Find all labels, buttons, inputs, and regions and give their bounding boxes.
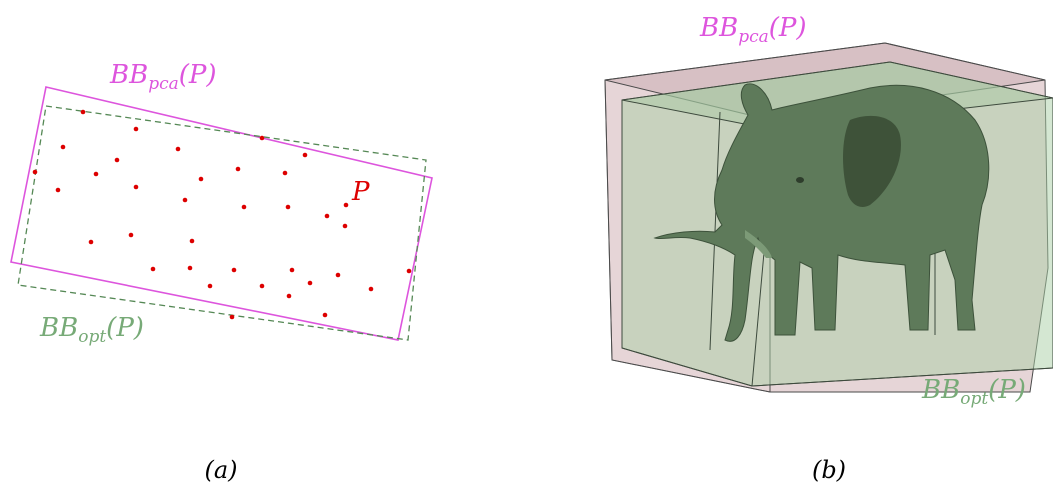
point [289, 267, 295, 273]
point [259, 283, 265, 289]
pca-label-b: BBpca(P) [699, 13, 807, 47]
point-set-label: P [351, 177, 370, 207]
point [286, 293, 292, 299]
point [114, 157, 120, 163]
point [285, 204, 291, 210]
elephant-model [653, 83, 990, 342]
pca-label-a: BBpca(P) [109, 60, 217, 94]
panel-b: BBpca(P) BBopt(P) (b) [604, 13, 1053, 484]
point [198, 176, 204, 182]
point [93, 171, 99, 177]
point [80, 109, 86, 115]
point [55, 187, 61, 193]
point [282, 170, 288, 176]
pca-box-front-edges [604, 79, 1030, 393]
point [322, 312, 328, 318]
point-set [32, 109, 412, 320]
opt-box-front-edges [621, 100, 1053, 387]
point [343, 202, 349, 208]
caption-a: (a) [204, 456, 237, 484]
point [241, 204, 247, 210]
point [189, 238, 195, 244]
point [302, 152, 308, 158]
point [342, 223, 348, 229]
point [187, 265, 193, 271]
point [60, 144, 66, 150]
panel-a: BBpca(P) P BBopt(P) (a) [10, 60, 433, 484]
point [235, 166, 241, 172]
opt-label-a: BBopt(P) [39, 313, 144, 347]
point [231, 267, 237, 273]
point [229, 314, 235, 320]
point [133, 184, 139, 190]
opt-box-inner-edge [709, 111, 721, 351]
point [406, 268, 412, 274]
opt-label-b: BBopt(P) [921, 375, 1026, 409]
point [150, 266, 156, 272]
pca-bounding-box [10, 86, 433, 341]
point [128, 232, 134, 238]
point [175, 146, 181, 152]
point [133, 126, 139, 132]
point [324, 213, 330, 219]
caption-b: (b) [812, 456, 846, 484]
point [88, 239, 94, 245]
point [335, 272, 341, 278]
opt-bounding-box [17, 105, 427, 341]
point [182, 197, 188, 203]
point [207, 283, 213, 289]
point [368, 286, 374, 292]
point [307, 280, 313, 286]
point [259, 135, 265, 141]
point [32, 169, 38, 175]
